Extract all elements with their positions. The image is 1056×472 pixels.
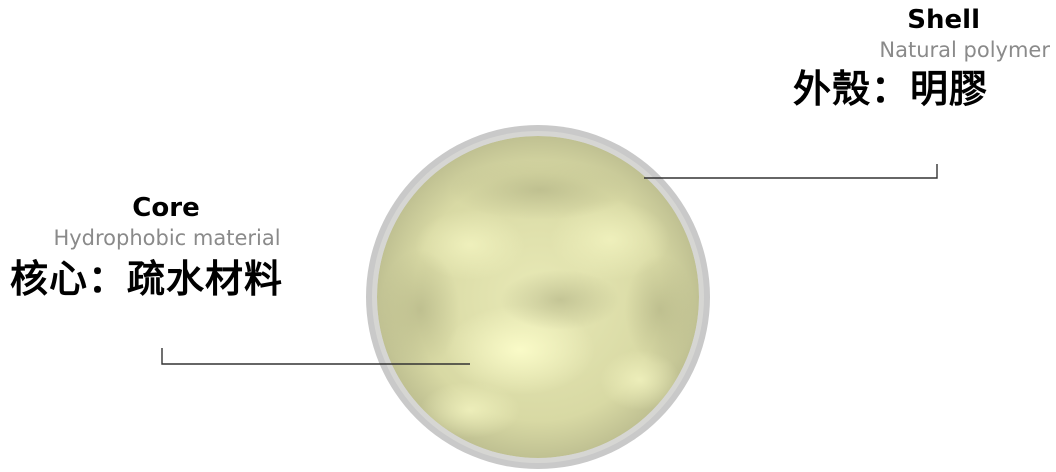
- shell-subtitle: Natural polymer: [690, 36, 1050, 64]
- shell-chinese-label: 外殼：明膠: [690, 64, 988, 114]
- core-label-group: Core Hydrophobic material 核心：疏水材料: [14, 192, 334, 304]
- shell-leader-line: [644, 164, 937, 178]
- shell-title: Shell: [690, 4, 980, 36]
- core-subtitle: Hydrophobic material: [0, 224, 334, 252]
- core-title: Core: [0, 192, 334, 224]
- shell-label-group: Shell Natural polymer 外殼：明膠: [690, 4, 1050, 114]
- core-sphere: [377, 136, 699, 458]
- core-chinese-label: 核心：疏水材料: [10, 254, 334, 304]
